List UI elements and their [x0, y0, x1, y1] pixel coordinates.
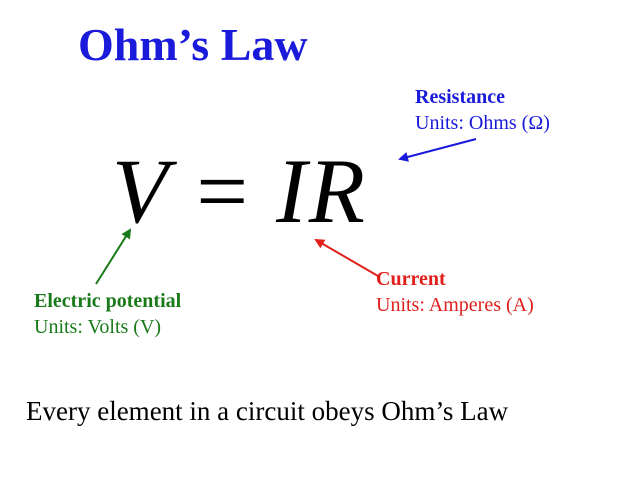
- resistance-units: Units: Ohms (Ω): [415, 112, 550, 134]
- resistance-heading: Resistance: [415, 86, 505, 108]
- current-label: Current Units: Amperes (A): [376, 266, 534, 318]
- resistance-arrow: [398, 138, 477, 162]
- voltage-symbol: V: [112, 140, 171, 242]
- footer-statement: Every element in a circuit obeys Ohm’s L…: [26, 396, 509, 426]
- current-units: Units: Amperes (A): [376, 294, 534, 316]
- potential-label: Electric potential Units: Volts (V): [34, 288, 181, 340]
- current-symbol: I: [276, 140, 309, 242]
- resistance-symbol: R: [308, 140, 367, 242]
- slide-title: Ohm’s Law: [78, 19, 308, 70]
- ohms-law-equation: V=IR: [112, 136, 367, 246]
- current-heading: Current: [376, 268, 446, 290]
- equals-sign: =: [196, 140, 251, 242]
- resistance-label: Resistance Units: Ohms (Ω): [415, 84, 550, 136]
- potential-units: Units: Volts (V): [34, 316, 162, 338]
- potential-heading: Electric potential: [34, 290, 182, 312]
